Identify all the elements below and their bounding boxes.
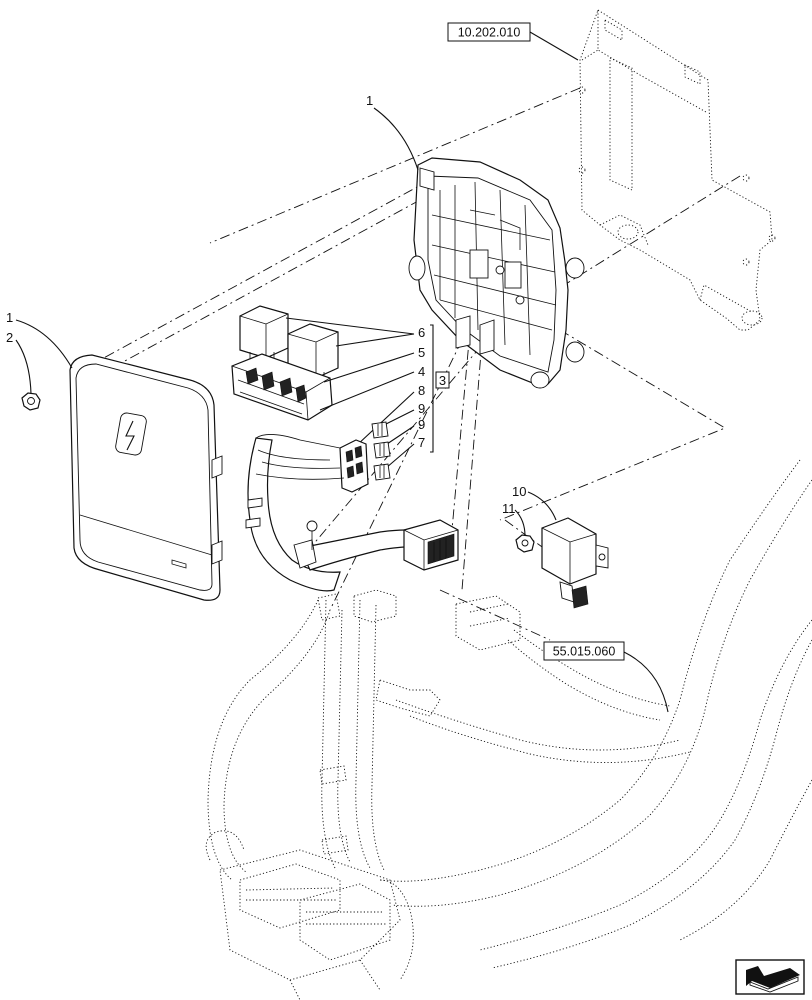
bracket-reference-callout[interactable]: 10.202.010 xyxy=(447,22,579,61)
callout-7: 7 xyxy=(418,435,425,450)
callout-8: 8 xyxy=(418,383,425,398)
timer-relay-module[interactable] xyxy=(541,517,609,609)
callout-11: 11 xyxy=(502,501,516,516)
callout-1-left: 1 xyxy=(6,310,13,325)
assembly-lines xyxy=(89,87,741,641)
leader-1-left xyxy=(15,319,73,369)
fuse-box-cover[interactable] xyxy=(69,354,223,601)
relay-upper[interactable] xyxy=(239,305,289,365)
leader-10 xyxy=(527,491,557,521)
leader-1-top xyxy=(373,107,419,171)
module-nut[interactable] xyxy=(515,534,535,553)
callout-9b: 9 xyxy=(418,417,425,432)
leader-11 xyxy=(514,509,526,537)
relay-fuse-block[interactable] xyxy=(231,353,333,421)
callout-5: 5 xyxy=(418,345,425,360)
callout-2: 2 xyxy=(6,330,13,345)
lightning-icon xyxy=(125,420,135,451)
fuse-holder[interactable] xyxy=(339,439,369,493)
callout-group-3: 6 5 4 8 9 9 7 3 xyxy=(285,317,450,469)
callout-4: 4 xyxy=(418,364,425,379)
fuse-box-base[interactable] xyxy=(408,157,585,389)
nut[interactable] xyxy=(21,392,41,411)
bracket-reference-label: 10.202.010 xyxy=(458,26,521,40)
leader-2 xyxy=(15,339,32,395)
callout-3: 3 xyxy=(439,373,446,388)
mini-fuses[interactable] xyxy=(371,421,391,481)
callout-1-top: 1 xyxy=(366,93,373,108)
callout-10: 10 xyxy=(512,484,526,499)
harness-connector-large[interactable] xyxy=(403,519,459,571)
wiring-harness-upper[interactable] xyxy=(245,434,423,592)
callout-9a: 9 xyxy=(418,401,425,416)
mounting-bracket xyxy=(578,9,776,331)
page-back-arrow-icon[interactable] xyxy=(735,959,805,995)
harness-reference-label: 55.015.060 xyxy=(553,645,616,659)
callout-6: 6 xyxy=(418,325,425,340)
harness-reference-callout[interactable]: 55.015.060 xyxy=(543,641,669,713)
wiring-harness-lower xyxy=(205,459,812,1000)
